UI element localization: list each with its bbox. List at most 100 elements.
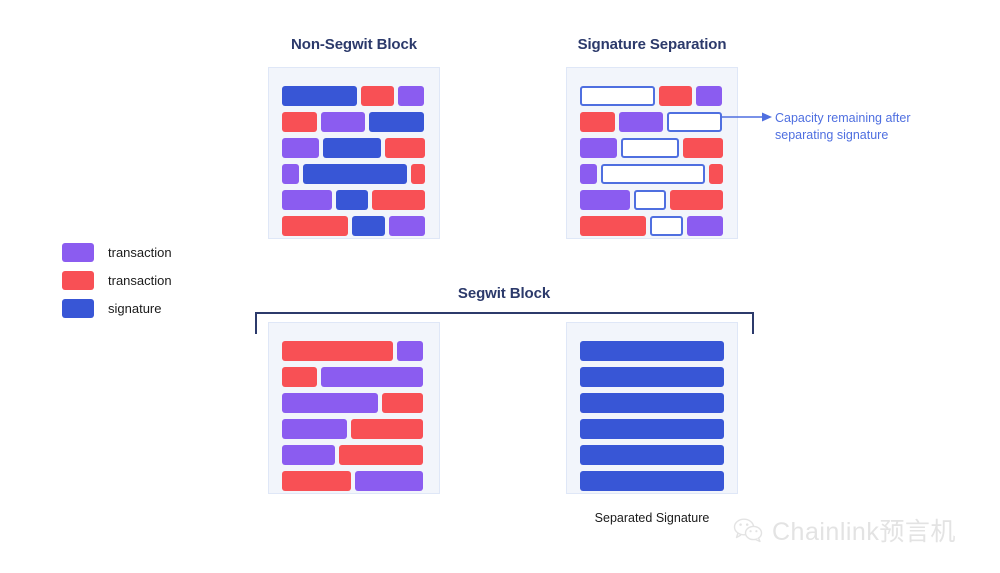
block-row xyxy=(282,419,426,439)
block-bar-tx-red xyxy=(658,86,692,106)
block-bar-tx-purple xyxy=(695,86,722,106)
block-bar-tx-red xyxy=(350,419,423,439)
block-bar-tx-red xyxy=(382,393,423,413)
block-bar-tx-purple xyxy=(320,112,366,132)
block-bar-tx-purple xyxy=(282,164,300,184)
block-bar-sig-blue xyxy=(369,112,424,132)
block-row xyxy=(580,471,724,491)
block-bar-sig-empty xyxy=(650,216,684,236)
block-bar-tx-red xyxy=(683,138,724,158)
legend-swatch-transaction-purple xyxy=(62,243,94,262)
legend: transaction transaction signature xyxy=(62,243,172,318)
block-row xyxy=(580,190,724,210)
block-bar-tx-red xyxy=(282,471,352,491)
block-row xyxy=(282,190,426,210)
block-bar-sig-blue xyxy=(303,164,407,184)
segwit-signatures-rows xyxy=(580,341,724,491)
nonsegwit-block-panel xyxy=(268,67,440,239)
block-bar-tx-red xyxy=(282,112,317,132)
separated-signature-label: Separated Signature xyxy=(594,511,710,525)
capacity-callout-arrow-icon xyxy=(720,112,772,122)
block-bar-tx-red xyxy=(580,216,647,236)
block-bar-tx-red xyxy=(282,216,349,236)
block-bar-sig-empty xyxy=(601,164,705,184)
block-row xyxy=(282,445,426,465)
block-bar-sig-empty xyxy=(621,138,680,158)
block-bar-sig-blue xyxy=(323,138,382,158)
legend-label: signature xyxy=(108,301,162,316)
segwit-block-title: Segwit Block xyxy=(457,285,551,302)
block-row xyxy=(282,393,426,413)
block-row xyxy=(580,86,724,106)
block-row xyxy=(282,216,426,236)
block-bar-tx-red xyxy=(708,164,724,184)
block-row xyxy=(282,112,426,132)
block-bar-sig-blue xyxy=(580,367,724,387)
block-row xyxy=(580,445,724,465)
nonsegwit-block-title: Non-Segwit Block xyxy=(291,36,417,53)
block-bar-tx-purple xyxy=(389,216,426,236)
block-bar-sig-empty xyxy=(634,190,667,210)
block-bar-sig-blue xyxy=(580,445,724,465)
wechat-watermark: Chainlink预言机 xyxy=(733,512,956,548)
block-row xyxy=(282,341,426,361)
block-bar-tx-purple xyxy=(580,190,631,210)
legend-item: transaction xyxy=(62,271,172,290)
wechat-icon xyxy=(733,517,763,542)
block-bar-sig-blue xyxy=(352,216,386,236)
block-bar-tx-red xyxy=(282,367,317,387)
legend-label: transaction xyxy=(108,245,172,260)
block-row xyxy=(580,419,724,439)
legend-item: transaction xyxy=(62,243,172,262)
block-bar-tx-red xyxy=(339,445,423,465)
block-bar-sig-empty xyxy=(667,112,722,132)
block-bar-tx-purple xyxy=(580,164,598,184)
capacity-callout-text: Capacity remaining after separating sign… xyxy=(775,111,911,142)
block-row xyxy=(282,86,426,106)
block-row xyxy=(282,471,426,491)
block-row xyxy=(282,138,426,158)
block-bar-tx-red xyxy=(360,86,394,106)
block-bar-tx-purple xyxy=(580,138,618,158)
block-bar-tx-red xyxy=(580,112,615,132)
block-bar-tx-purple xyxy=(282,419,347,439)
signature-separation-title: Signature Separation xyxy=(577,36,727,53)
block-bar-tx-purple xyxy=(282,190,333,210)
block-bar-tx-purple xyxy=(282,445,336,465)
block-bar-sig-blue xyxy=(282,86,357,106)
watermark-text: Chainlink预言机 xyxy=(772,518,956,546)
block-row xyxy=(282,367,426,387)
block-row xyxy=(580,393,724,413)
block-bar-tx-red xyxy=(410,164,426,184)
block-row xyxy=(580,216,724,236)
block-bar-tx-purple xyxy=(320,367,423,387)
block-row xyxy=(580,138,724,158)
legend-item: signature xyxy=(62,299,172,318)
block-bar-tx-purple xyxy=(282,393,379,413)
legend-label: transaction xyxy=(108,273,172,288)
segwit-transactions-rows xyxy=(282,341,426,491)
block-bar-tx-purple xyxy=(687,216,724,236)
block-bar-sig-empty xyxy=(580,86,655,106)
block-row xyxy=(580,112,724,132)
nonsegwit-rows xyxy=(282,86,426,236)
block-row xyxy=(580,367,724,387)
block-bar-tx-red xyxy=(372,190,426,210)
block-bar-tx-red xyxy=(385,138,426,158)
signature-separation-rows xyxy=(580,86,724,236)
block-row xyxy=(580,164,724,184)
block-bar-tx-purple xyxy=(396,341,423,361)
block-bar-tx-red xyxy=(282,341,393,361)
block-bar-tx-purple xyxy=(282,138,320,158)
segwit-block-bracket xyxy=(255,312,754,334)
legend-swatch-transaction-red xyxy=(62,271,94,290)
segwit-signatures-panel xyxy=(566,322,738,494)
signature-separation-panel xyxy=(566,67,738,239)
block-bar-tx-purple xyxy=(355,471,423,491)
legend-swatch-signature-blue xyxy=(62,299,94,318)
block-bar-sig-blue xyxy=(580,393,724,413)
block-bar-sig-blue xyxy=(336,190,369,210)
block-bar-tx-red xyxy=(670,190,724,210)
block-row xyxy=(282,164,426,184)
block-bar-sig-blue xyxy=(580,419,724,439)
